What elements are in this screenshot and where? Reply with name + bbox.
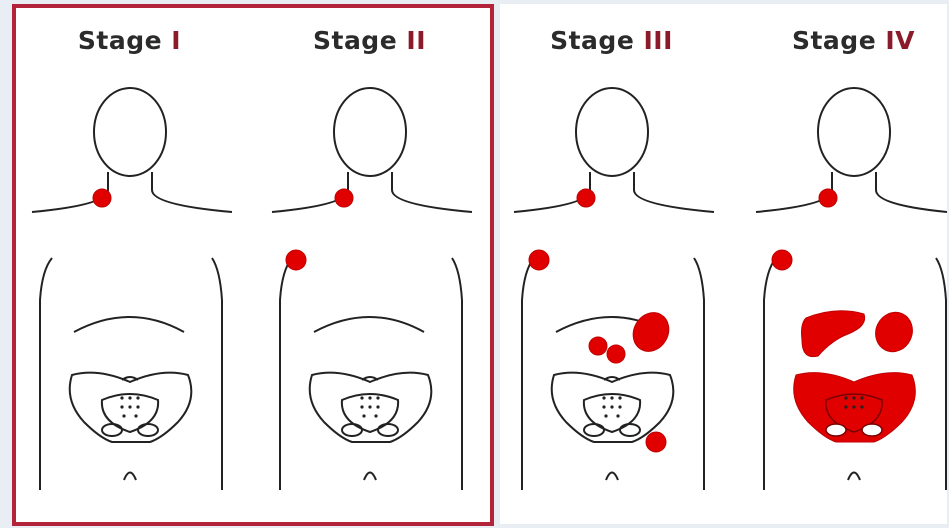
lesion-neck — [577, 189, 595, 207]
stage-3-numeral: III — [644, 26, 673, 55]
stage-4-label: Stage — [792, 26, 876, 55]
stage-3-title: Stage III — [494, 26, 729, 55]
body-figure-stage-4 — [736, 70, 947, 500]
highlight-box-early-stages — [12, 4, 494, 526]
lesion-abdomen-2 — [607, 345, 625, 363]
stage-3: Stage III — [494, 0, 729, 520]
stage-4-numeral: IV — [885, 26, 915, 55]
lesion-armpit — [772, 250, 792, 270]
lesion-spleen — [869, 306, 919, 357]
lesion-liver — [802, 311, 865, 357]
lesion-spleen — [626, 306, 675, 358]
body-figure-stage-3 — [494, 70, 729, 500]
lesion-neck — [819, 189, 837, 207]
stage-3-label: Stage — [550, 26, 634, 55]
lesion-groin — [646, 432, 666, 452]
lesion-abdomen-1 — [589, 337, 607, 355]
stage-4-title: Stage IV — [736, 26, 949, 55]
lesion-armpit — [529, 250, 549, 270]
stage-4: Stage IV — [736, 0, 949, 520]
